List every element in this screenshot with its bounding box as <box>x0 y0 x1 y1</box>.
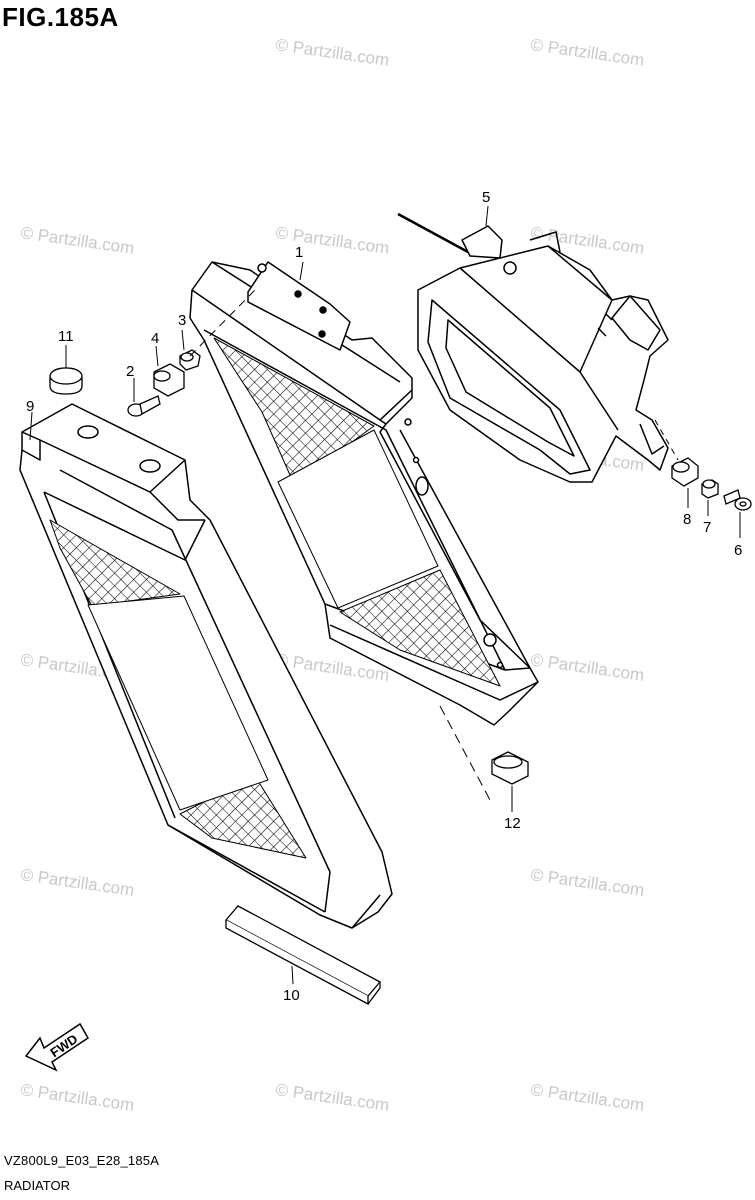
callout-6: 6 <box>734 542 742 559</box>
callout-11: 11 <box>58 328 74 345</box>
callout-labels: 1 2 3 4 5 6 7 8 9 10 11 12 <box>26 189 742 1004</box>
callout-12: 12 <box>504 815 521 832</box>
figure-code: VZ800L9_E03_E28_185A <box>4 1153 160 1168</box>
figure-title: FIG.185A <box>2 2 119 32</box>
mount-rubber-12-drawing <box>491 751 529 785</box>
watermark: © Partzilla.com <box>529 650 645 685</box>
callout-10: 10 <box>283 987 300 1004</box>
collar-7-drawing <box>701 479 719 499</box>
fwd-arrow: FWD <box>24 1022 89 1072</box>
grommet-4-drawing <box>153 363 185 397</box>
watermark: © Partzilla.com <box>274 35 390 70</box>
callout-7: 7 <box>703 519 711 536</box>
cap-11-drawing <box>49 367 83 395</box>
figure-name: RADIATOR <box>4 1178 70 1193</box>
radiator-cover-drawing <box>19 403 393 929</box>
watermark: © Partzilla.com <box>529 1080 645 1115</box>
watermark: © Partzilla.com <box>529 35 645 70</box>
leader-lines <box>29 205 741 985</box>
seal-strip-drawing <box>224 905 382 1006</box>
collar-3-drawing <box>179 349 201 371</box>
grommet-8-drawing <box>671 457 699 487</box>
callout-2: 2 <box>126 363 134 380</box>
bolt-6-drawing <box>723 489 752 511</box>
watermark: © Partzilla.com <box>19 1080 135 1115</box>
watermark: © Partzilla.com <box>274 223 390 258</box>
callout-9: 9 <box>26 398 34 415</box>
watermark: © Partzilla.com <box>274 1080 390 1115</box>
callout-3: 3 <box>178 312 186 329</box>
radiator-core-drawing <box>189 261 539 726</box>
watermark: © Partzilla.com <box>529 865 645 900</box>
callout-4: 4 <box>151 330 159 347</box>
watermark: © Partzilla.com <box>19 223 135 258</box>
watermark: © Partzilla.com <box>19 865 135 900</box>
callout-5: 5 <box>482 189 490 206</box>
callout-1: 1 <box>295 244 303 261</box>
cooling-fan-drawing <box>397 212 669 483</box>
callout-8: 8 <box>683 511 691 528</box>
bolt-drawing <box>127 395 161 417</box>
